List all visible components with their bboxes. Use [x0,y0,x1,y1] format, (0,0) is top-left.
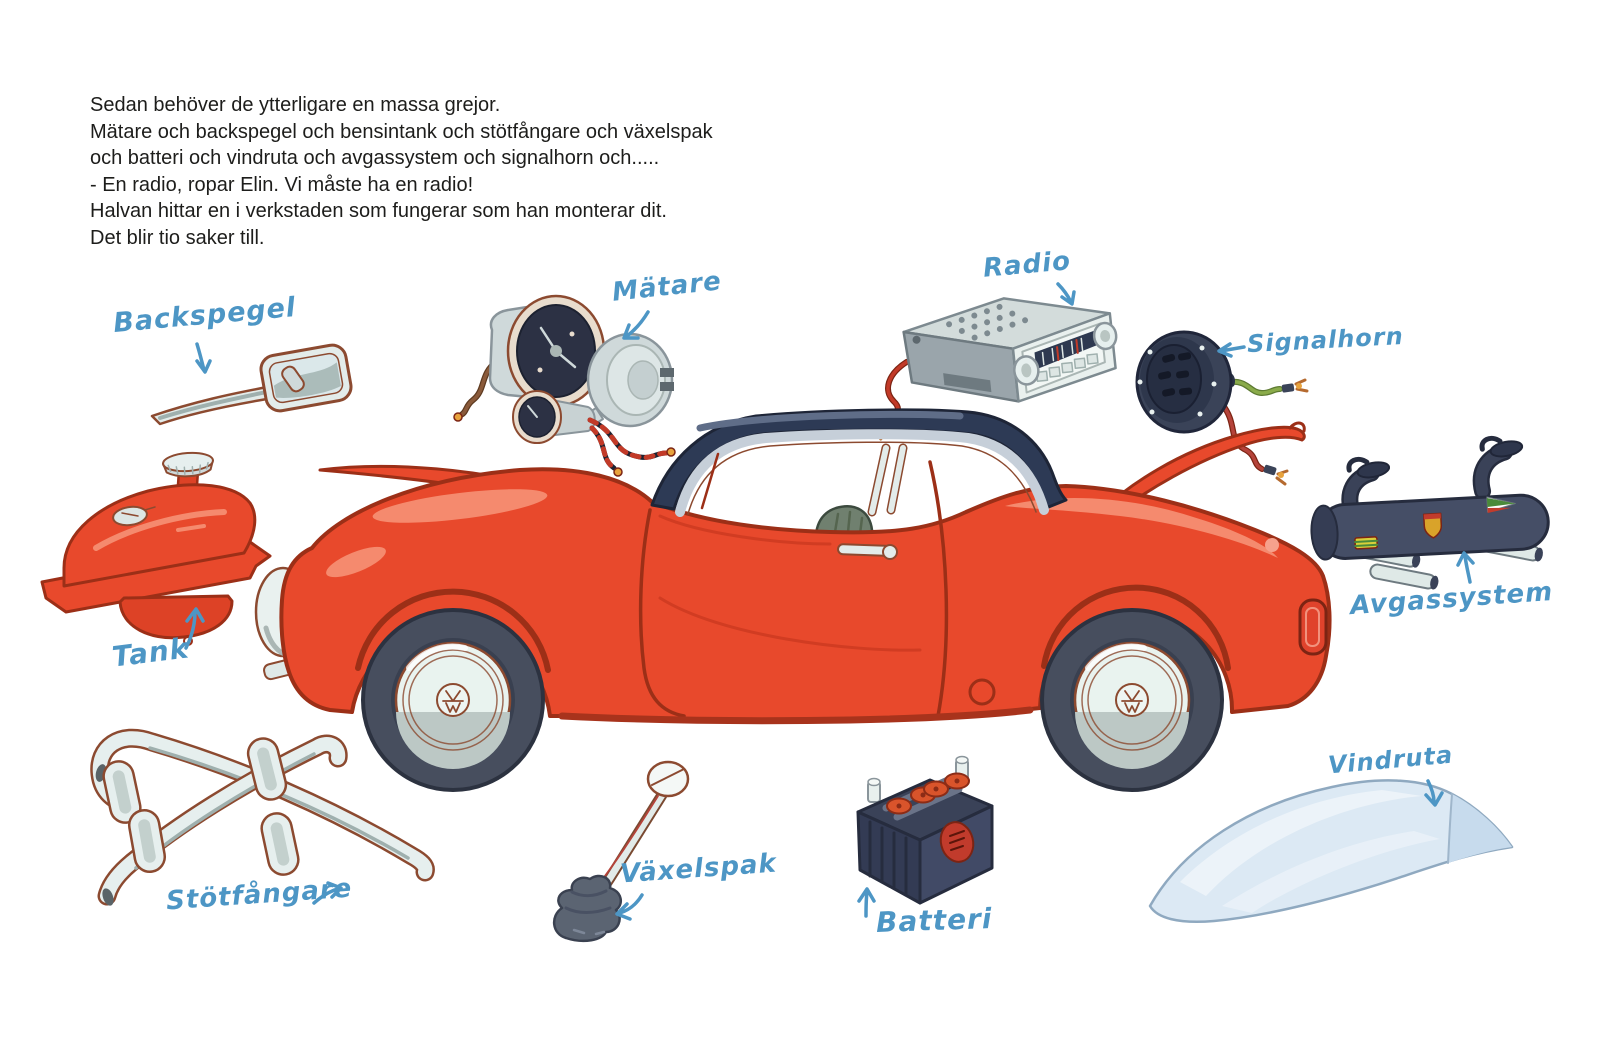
mirror-illustration [152,343,353,424]
story-line: Det blir tio saker till. [90,226,265,249]
fuel-tank-illustration [42,451,270,645]
battery-illustration [858,757,992,904]
gauges-illustration [454,296,675,476]
exhaust-illustration [1307,436,1551,590]
story-line: och batteri och vindruta och avgassystem… [90,147,660,169]
avgassystem-arrow-icon [1458,553,1473,582]
vindruta-arrow-icon [1426,781,1442,805]
exhaust-badges [1353,496,1517,549]
stotfangare-arrow-icon [314,883,341,903]
vaxelspak-arrow-icon [617,895,642,919]
story-line: - En radio, ropar Elin. Vi måste ha en r… [90,173,474,196]
radio-arrow-icon [1058,284,1074,304]
backspegel-arrow-icon [197,344,210,372]
front-wheel [363,610,543,790]
roof [652,410,1066,514]
radio-illustration [863,287,1124,439]
window-pillars [702,448,903,512]
rear-wheel [1042,610,1222,790]
fender-vent [970,680,994,704]
story-line: Sedan behöver de ytterligare en massa gr… [90,94,501,116]
story-line: Mätare och backspegel och bensintank och… [90,120,713,143]
door [641,462,947,716]
door-handle [883,545,897,559]
gear-lever-illustration [554,762,688,941]
label-arrows [186,284,1473,919]
label-batteri: Batteri [875,901,993,940]
car-illustration [256,410,1330,790]
signalhorn-arrow-icon [1219,344,1244,356]
tank-arrow-icon [186,609,203,648]
batteri-arrow-icon [859,889,874,916]
story-line: Halvan hittar en i verkstaden som funger… [90,200,667,222]
windshield-illustration [1150,780,1512,921]
matare-arrow-icon [624,312,648,338]
story-text: Sedan behöver de ytterligare en massa gr… [90,92,713,251]
bumpers-illustration [94,735,425,906]
horn-illustration [1137,332,1307,484]
